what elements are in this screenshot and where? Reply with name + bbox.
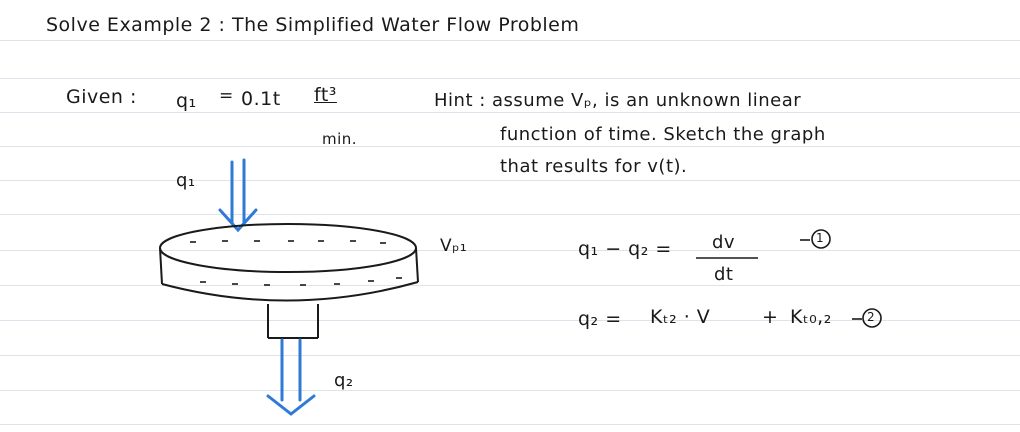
given-unit-denominator: min. <box>322 130 358 148</box>
ruled-line <box>0 320 1020 321</box>
tank-body <box>159 247 419 302</box>
ruled-line <box>0 355 1020 356</box>
eq1-tag: 1 <box>816 231 825 245</box>
given-equals: = <box>219 86 234 106</box>
ruled-line <box>0 78 1020 79</box>
given-unit-numerator: ft³ <box>314 84 337 106</box>
given-label: Given : <box>66 86 137 108</box>
hint-line-3: that results for v(t). <box>500 156 688 177</box>
page-title: Solve Example 2 : The Simplified Water F… <box>46 14 580 36</box>
eq1-numerator: dv <box>712 232 736 253</box>
given-value: 0.1t <box>241 88 281 110</box>
eq1-denominator: dt <box>714 264 734 285</box>
ruled-line <box>0 146 1020 147</box>
eq2-plus: + <box>762 306 779 328</box>
outflow-arrow <box>266 338 316 416</box>
inflow-arrow <box>218 158 258 233</box>
hint-line-1: Hint : assume Vₚ, is an unknown linear <box>434 90 802 111</box>
ruled-line <box>0 112 1020 113</box>
given-symbol: q₁ <box>176 90 197 112</box>
eq1-lhs: q₁ − q₂ = <box>578 238 672 260</box>
eq2-tag: 2 <box>867 310 876 324</box>
ruled-line <box>0 424 1020 425</box>
ruled-line <box>0 250 1020 251</box>
outlet-pipe <box>267 304 319 339</box>
eq2-term1: Kₜ₂ · V <box>650 306 711 328</box>
eq2-term2: Kₜ₀,₂ <box>790 306 832 328</box>
volume-label: Vₚ₁ <box>440 236 468 256</box>
hint-line-2: function of time. Sketch the graph <box>500 124 826 145</box>
ruled-line <box>0 390 1020 391</box>
tank-top <box>159 223 417 273</box>
eq1-tag-circle <box>811 229 831 249</box>
ruled-line <box>0 40 1020 41</box>
water-level-dashes <box>190 240 402 286</box>
ruled-line <box>0 285 1020 286</box>
ruled-line <box>0 180 1020 181</box>
eq2-lhs: q₂ = <box>578 308 622 330</box>
outflow-label: q₂ <box>334 370 354 391</box>
inflow-label: q₁ <box>176 170 196 191</box>
eq2-tag-circle <box>862 308 882 328</box>
ruled-line <box>0 214 1020 215</box>
